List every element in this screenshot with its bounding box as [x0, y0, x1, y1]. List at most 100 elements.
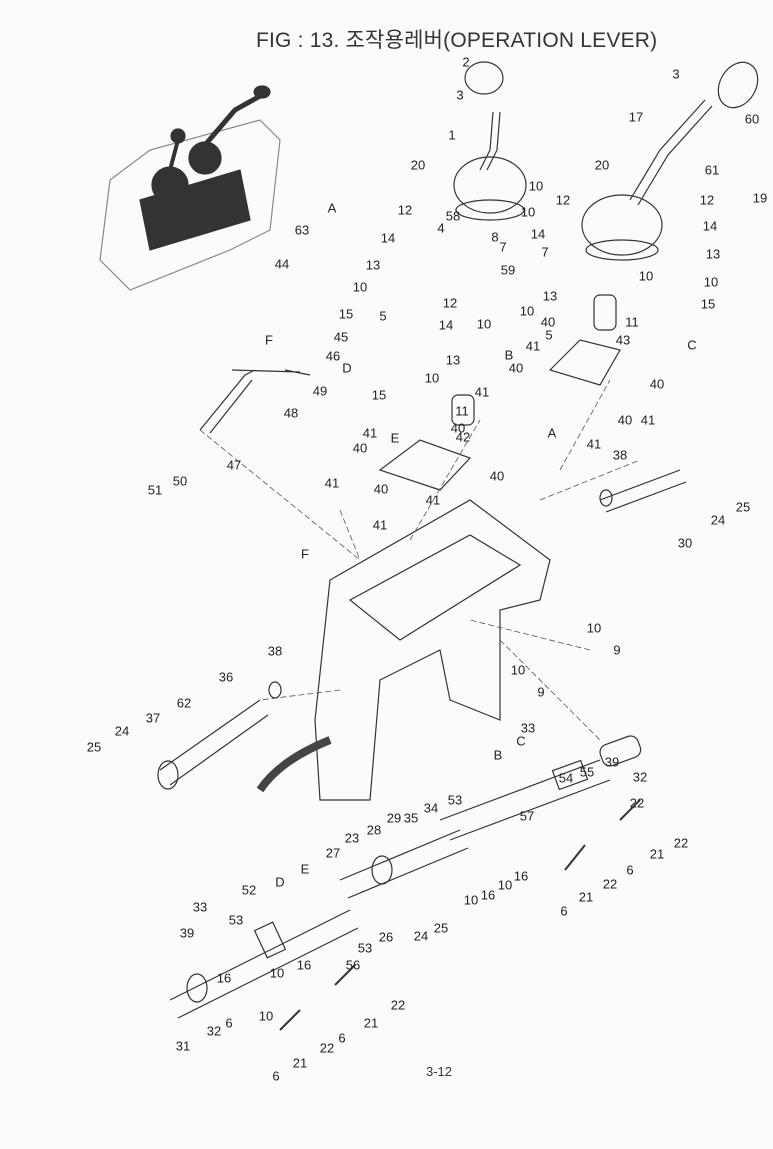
part-label: A [327, 200, 337, 216]
part-label: 21 [363, 1015, 379, 1031]
part-label: 10 [519, 303, 535, 319]
part-label: 30 [677, 535, 693, 551]
part-label: 10 [258, 1008, 274, 1024]
part-label: 29 [386, 810, 402, 826]
part-label: 8 [491, 229, 499, 245]
part-label: F [265, 332, 273, 348]
part-label: 45 [333, 329, 349, 345]
part-label: 10 [528, 178, 544, 194]
part-label: 6 [626, 862, 634, 878]
part-label: 16 [216, 970, 232, 986]
part-label: 62 [176, 695, 192, 711]
part-label: 12 [555, 192, 571, 208]
part-label: 19 [752, 190, 768, 206]
part-label: F [301, 546, 309, 562]
part-label: 10 [703, 274, 719, 290]
part-label: 12 [699, 192, 715, 208]
part-label: 14 [530, 226, 546, 242]
gate-plate-42 [378, 439, 472, 491]
part-label: 1 [448, 127, 456, 143]
part-label: 54 [558, 770, 574, 786]
boot-20-right [581, 194, 663, 256]
part-label: 41 [362, 425, 378, 441]
page-number: 3-12 [426, 1064, 453, 1079]
part-label: 25 [433, 920, 449, 936]
part-label: 50 [172, 473, 188, 489]
part-label: 9 [613, 642, 621, 658]
part-label: 37 [145, 710, 161, 726]
part-label: 51 [147, 482, 163, 498]
part-label: 5 [379, 308, 387, 324]
part-label: 5 [545, 327, 553, 343]
part-label: 41 [586, 436, 602, 452]
part-label: 22 [319, 1040, 335, 1056]
part-label: 2 [462, 54, 470, 70]
part-label: 38 [267, 643, 283, 659]
part-label: 23 [344, 830, 360, 846]
part-label: 6 [225, 1015, 233, 1031]
part-label: 40 [508, 360, 524, 376]
shaft-middle [339, 829, 469, 899]
part-label: 20 [410, 157, 426, 173]
part-label: 40 [489, 468, 505, 484]
part-label: 59 [500, 262, 516, 278]
part-label: 10 [497, 877, 513, 893]
part-label: 9 [537, 684, 545, 700]
part-label: 7 [499, 239, 507, 255]
part-label: 10 [476, 316, 492, 332]
part-label: C [516, 733, 526, 749]
part-label: 3 [672, 66, 680, 82]
part-label: 10 [638, 268, 654, 284]
part-label: 15 [338, 306, 354, 322]
part-label: 22 [629, 795, 645, 811]
knob-2 [464, 61, 504, 95]
part-label: 40 [352, 440, 368, 456]
part-label: 55 [579, 764, 595, 780]
part-label: 6 [338, 1030, 346, 1046]
part-label: 21 [649, 846, 665, 862]
part-label: 40 [450, 420, 466, 436]
part-label: 33 [520, 720, 536, 736]
part-label: 7 [541, 244, 549, 260]
part-label: 16 [513, 868, 529, 884]
part-label: 35 [403, 810, 419, 826]
part-label: 40 [649, 376, 665, 392]
part-label: 25 [86, 739, 102, 755]
part-label: 56 [345, 957, 361, 973]
part-label: 12 [397, 202, 413, 218]
part-label: 14 [702, 218, 718, 234]
shaft-upper [439, 759, 611, 841]
part-label: 48 [283, 405, 299, 421]
part-label: 61 [704, 162, 720, 178]
part-label: 58 [445, 208, 461, 224]
part-label: 41 [525, 338, 541, 354]
part-label: 47 [226, 457, 242, 473]
part-label: 32 [632, 769, 648, 785]
part-label: 10 [269, 965, 285, 981]
lever-47 [199, 369, 256, 434]
gate-plate-43 [548, 339, 621, 386]
part-label: E [300, 861, 310, 877]
part-label: 13 [542, 288, 558, 304]
part-label: 31 [175, 1038, 191, 1054]
part-label: 22 [602, 876, 618, 892]
part-label: 63 [294, 222, 310, 238]
part-label: 13 [445, 352, 461, 368]
shaft-lower [169, 909, 359, 1019]
part-label: 41 [324, 475, 340, 491]
part-label: 11 [455, 403, 469, 419]
part-label: 36 [218, 669, 234, 685]
part-label: 25 [735, 499, 751, 515]
part-label: 16 [296, 957, 312, 973]
part-label: 22 [673, 835, 689, 851]
knob-right [717, 61, 759, 109]
part-label: 15 [371, 387, 387, 403]
part-label: 38 [612, 447, 628, 463]
part-label: 43 [615, 332, 631, 348]
part-label: 10 [352, 279, 368, 295]
part-label: 40 [373, 481, 389, 497]
part-label: 14 [380, 230, 396, 246]
part-label: 3 [456, 87, 464, 103]
part-label: 44 [274, 256, 290, 272]
part-label: 24 [413, 928, 429, 944]
